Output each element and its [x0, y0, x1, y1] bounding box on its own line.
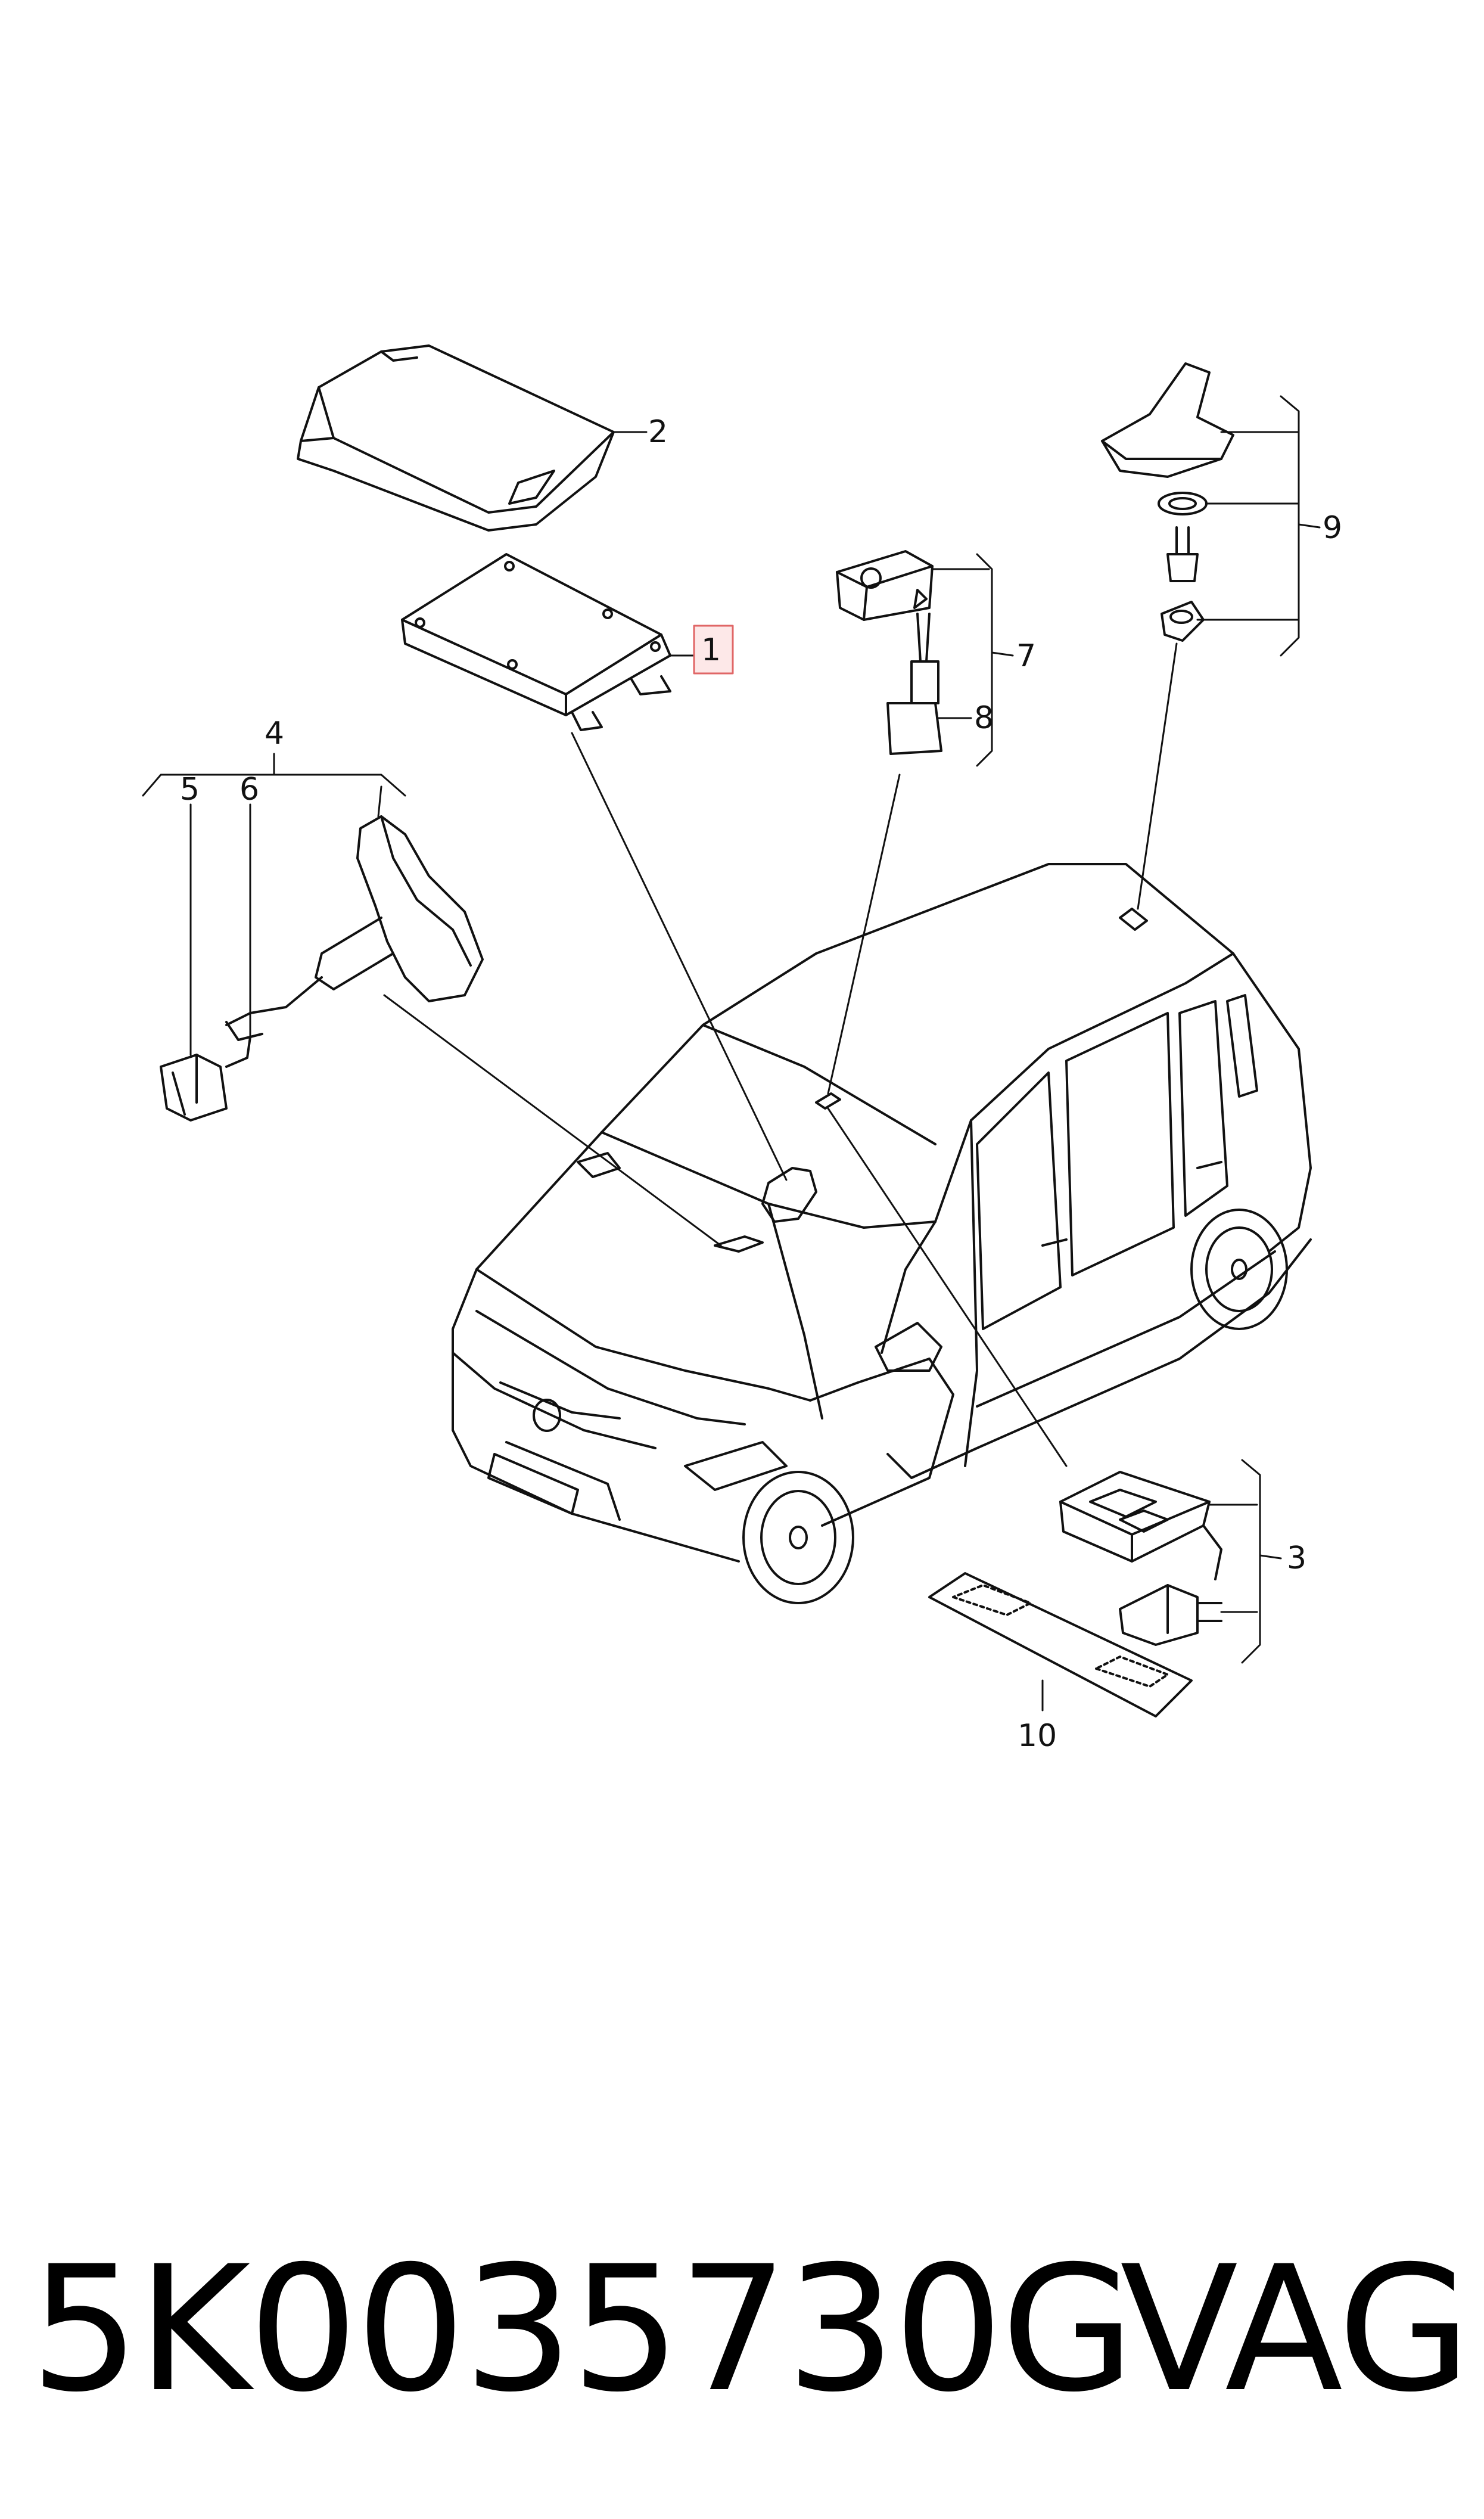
- callout-4: 4: [265, 716, 284, 751]
- callout-8: 8: [974, 700, 994, 736]
- callout-3: 3: [1287, 1540, 1306, 1576]
- footer: 5K0035730G VAG: [0, 2241, 1484, 2419]
- callout-7: 7: [1016, 638, 1036, 674]
- vehicle: [452, 863, 1312, 1604]
- callout-1-highlight: [693, 625, 734, 675]
- callout-1: 1: [701, 632, 721, 668]
- callout-6: 6: [239, 772, 259, 807]
- callout-10: 10: [1018, 1718, 1057, 1754]
- callout-9: 9: [1323, 510, 1342, 546]
- part-7-module: [836, 550, 942, 755]
- part-number: 5K0035730G: [30, 2229, 1135, 2430]
- part-10-pad: [928, 1572, 1193, 1717]
- mounting-markers: [714, 908, 1148, 1253]
- part-2-cover: [297, 344, 615, 532]
- callout-2: 2: [648, 414, 668, 450]
- leader-lines: [189, 431, 1300, 1712]
- callout-5: 5: [180, 772, 200, 807]
- part-1-control-unit: [401, 553, 671, 731]
- brand: VAG: [1120, 2229, 1471, 2430]
- brackets: [142, 395, 1321, 1664]
- part-3-switch-module: [1059, 1471, 1222, 1646]
- part-4-microphone-assembly: [160, 815, 484, 1122]
- part-9-antenna: [1101, 362, 1234, 642]
